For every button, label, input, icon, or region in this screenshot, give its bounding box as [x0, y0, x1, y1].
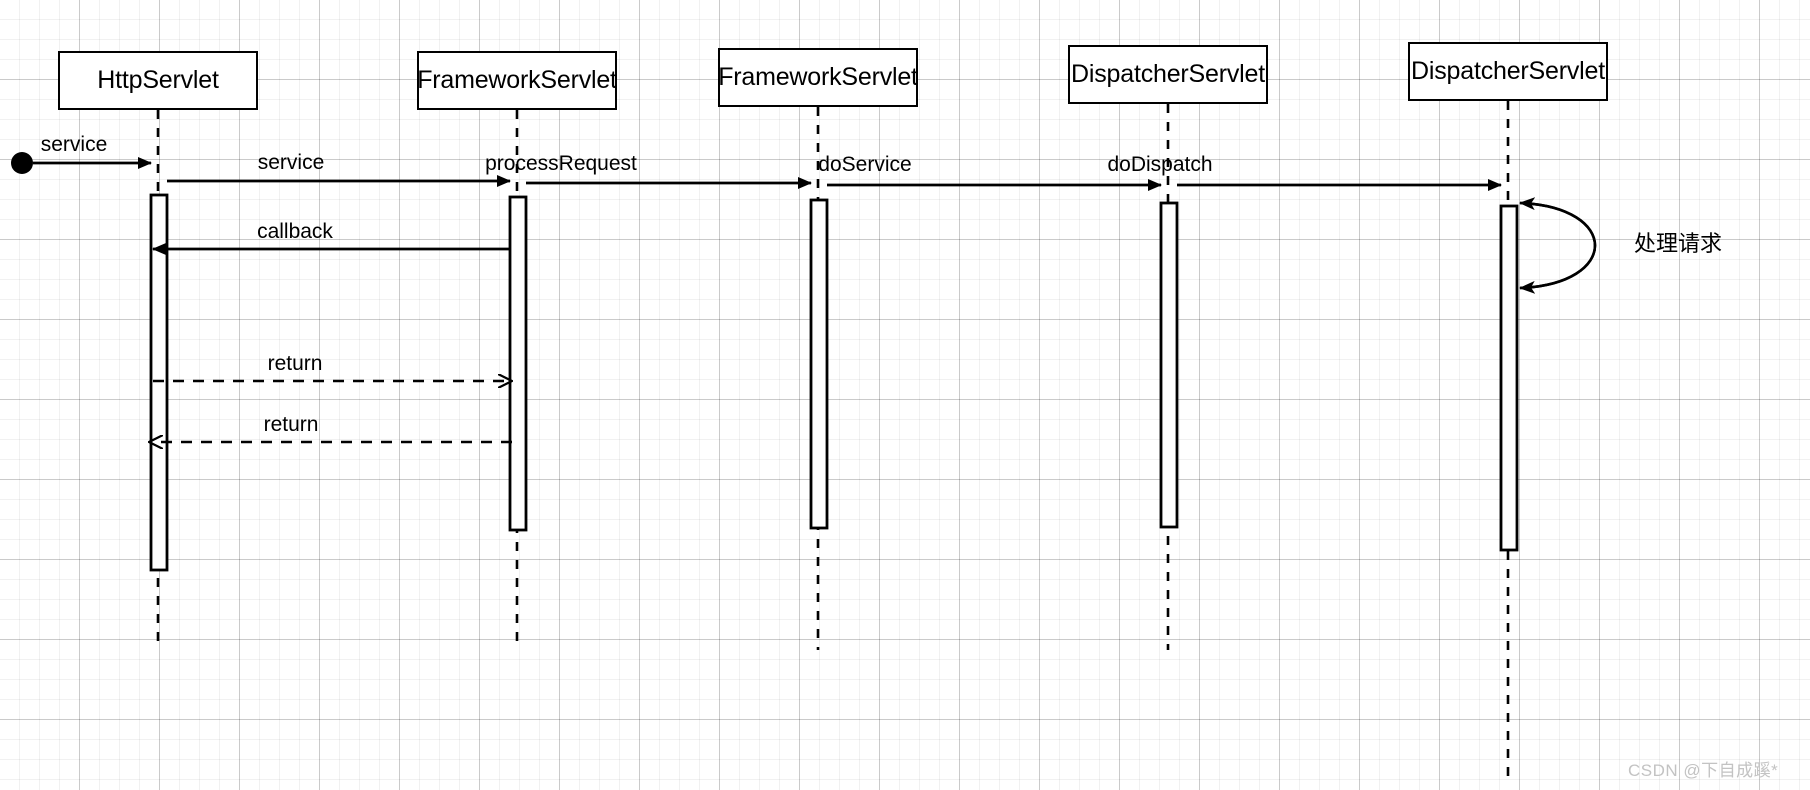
self-message-arc-s1[interactable] [1519, 201, 1597, 294]
self-message-arc-reverse-s1[interactable] [1519, 197, 1597, 290]
participant-label: DispatcherServlet [1411, 57, 1605, 85]
self-messages-group [1519, 197, 1597, 294]
message-label-return-1: return [267, 352, 323, 375]
participant-box-3[interactable]: FrameworkServlet [718, 48, 918, 107]
message-label-return-2: return [263, 413, 319, 436]
participant-label: FrameworkServlet [718, 63, 918, 91]
self-message-label-process-request-cn: 处理请求 [1634, 231, 1723, 256]
message-label-process-request: processRequest [485, 152, 637, 175]
start-node-group [11, 152, 33, 174]
messages-group [33, 157, 1502, 442]
participant-box-4[interactable]: DispatcherServlet [1068, 45, 1268, 104]
participant-box-1[interactable]: HttpServlet [58, 51, 258, 110]
activation-bar-3 [809, 198, 829, 530]
start-node-icon [11, 152, 33, 174]
participant-label: DispatcherServlet [1071, 60, 1265, 88]
activation-bar-5 [1499, 204, 1519, 552]
participant-label: FrameworkServlet [417, 66, 617, 94]
message-label-do-service: doService [818, 153, 912, 176]
message-label-service: service [257, 151, 325, 174]
message-label-callback: callback [257, 220, 333, 243]
lifelines-group [156, 101, 1510, 780]
csdn-watermark: CSDN @下自成蹊* [1628, 761, 1779, 780]
message-label-service-entry: service [40, 133, 108, 156]
participant-box-2[interactable]: FrameworkServlet [417, 51, 617, 110]
participant-box-5[interactable]: DispatcherServlet [1408, 42, 1608, 101]
activation-bar-2 [508, 195, 528, 532]
message-label-do-dispatch: doDispatch [1107, 153, 1213, 176]
activation-bar-1 [149, 193, 169, 572]
activation-bars-group [149, 193, 1519, 572]
participant-label: HttpServlet [97, 66, 219, 94]
activation-bar-4 [1159, 201, 1179, 529]
